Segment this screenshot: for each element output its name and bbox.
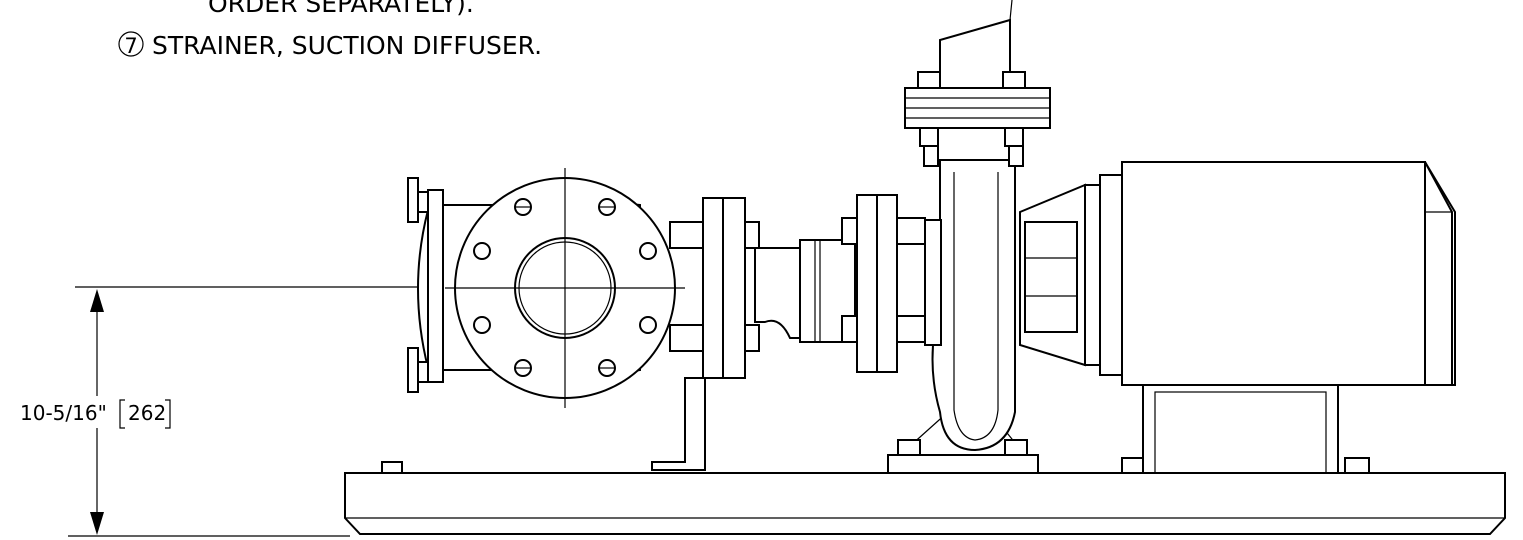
motor	[1019, 161, 1456, 474]
pump-volute	[887, 0, 1051, 474]
note-7-callout-circle	[118, 31, 144, 57]
suction-diffuser	[407, 168, 685, 408]
suction-piping	[651, 194, 926, 471]
note-7-number: 7	[124, 34, 137, 58]
dimension-label-bg	[18, 396, 186, 428]
dimension-arrow-down	[90, 512, 104, 535]
dimension-bracket-right	[165, 399, 171, 429]
dimension-bracket-left	[119, 399, 125, 429]
dimension-arrow-up	[90, 289, 104, 312]
note-7-text: STRAINER, SUCTION DIFFUSER.	[152, 31, 542, 60]
dimension-label-mm: 262	[128, 401, 166, 425]
dimension-label-inch: 10-5/16"	[20, 401, 107, 425]
base-plate	[344, 457, 1506, 535]
note-6-continued: ORDER SEPARATELY).	[208, 0, 474, 18]
height-dimension: 10-5/16" 262	[18, 286, 445, 537]
